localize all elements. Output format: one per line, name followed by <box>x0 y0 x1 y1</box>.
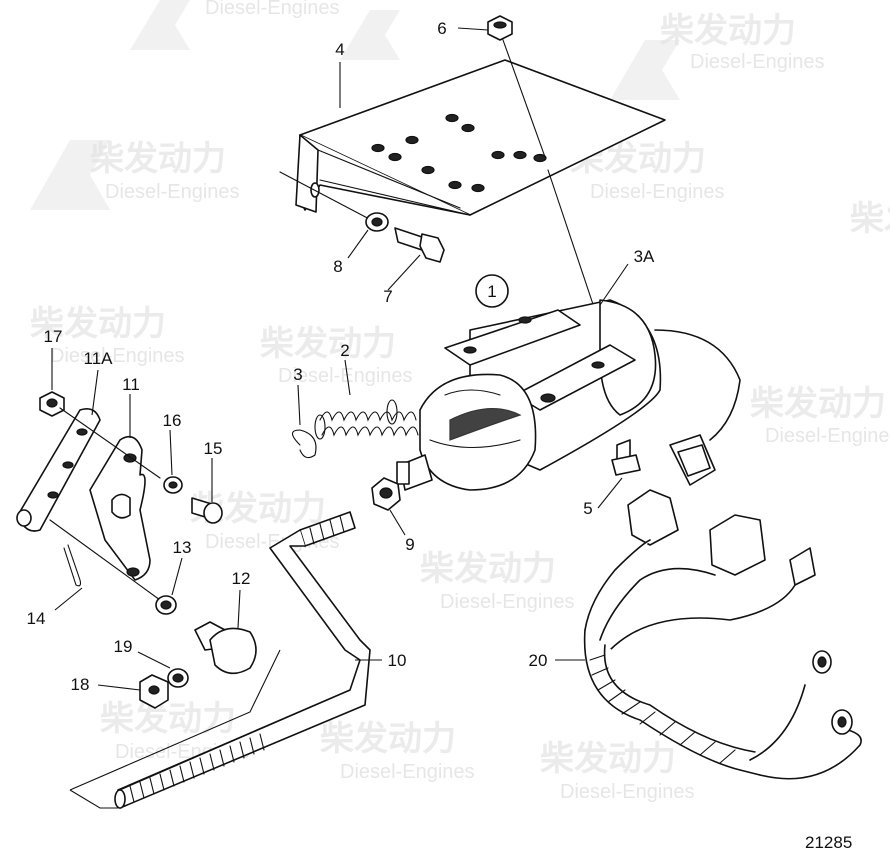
assembly-line <box>279 171 376 223</box>
watermark-text-cn: 柴发动力 <box>100 699 236 739</box>
assembly-line <box>69 649 281 791</box>
watermark-text-cn: 柴发动力 <box>660 11 796 51</box>
callout-13: 13 <box>173 538 192 557</box>
watermark-text-en: Diesel-Engines <box>50 345 185 367</box>
assembly-line <box>59 407 161 479</box>
part-12-bushing <box>194 621 257 675</box>
watermark-text-en: Diesel-Engines <box>440 591 575 613</box>
callout-4: 4 <box>335 40 344 59</box>
part-16-washer <box>163 476 183 494</box>
callout-14: 14 <box>27 609 46 628</box>
callout-2: 2 <box>340 341 349 360</box>
watermark-text-en: Diesel-Engines <box>690 51 825 73</box>
part-9-nut <box>371 477 401 511</box>
callout-12: 12 <box>232 569 251 588</box>
part-3A-solenoid <box>396 299 662 491</box>
part-13-washer <box>155 595 177 615</box>
watermark-text-en: Diesel-Engines <box>590 181 725 203</box>
watermark-text-en: Diesel-Engines <box>560 781 695 803</box>
watermark-text-cn: 柴发动力 <box>320 719 456 759</box>
part-5-screw <box>611 439 641 476</box>
part-3-clip <box>291 429 317 459</box>
watermark-text-cn: 柴发动力 <box>30 304 166 344</box>
part-18-nut <box>139 674 169 709</box>
part-8-washer <box>365 212 389 232</box>
part-15-bolt <box>191 497 223 524</box>
callout-3A: 3A <box>634 247 655 266</box>
part-17-nut <box>39 391 65 417</box>
callout-9: 9 <box>405 535 414 554</box>
callout-circle <box>475 274 509 308</box>
part-7-bolt <box>394 227 445 263</box>
watermark-logo <box>610 40 680 100</box>
callout-18: 18 <box>71 675 90 694</box>
callout-7: 7 <box>383 287 392 306</box>
callout-17: 17 <box>44 327 63 346</box>
part-11-lever <box>89 435 151 581</box>
callout-labels: 1 4 6 8 7 3A 2 3 5 9 10 17 11A 11 16 15 … <box>27 19 656 694</box>
callout-11: 11 <box>122 375 140 394</box>
part-10-rod <box>114 511 371 809</box>
assembly-line <box>502 39 546 158</box>
callout-16: 16 <box>163 411 182 430</box>
callout-1: 1 <box>487 282 496 301</box>
callout-10: 10 <box>388 651 407 670</box>
drawing-number: 21285 <box>805 833 852 852</box>
callout-15: 15 <box>204 439 223 458</box>
watermark-logo <box>30 140 110 210</box>
callout-8: 8 <box>333 257 342 276</box>
watermark-text-cn: 柴发动力 <box>750 384 886 424</box>
watermark-text-cn: 柴发动力 <box>420 549 556 589</box>
assembly-line <box>49 519 161 601</box>
watermark-text-cn: 柴发动力 <box>850 199 890 239</box>
watermark-text-cn: 柴发动力 <box>260 324 396 364</box>
callout-3: 3 <box>293 365 302 384</box>
part-20-wiring-harness <box>583 329 862 780</box>
watermark-text-en: Diesel-Engines <box>205 0 340 19</box>
part-14-pin <box>63 544 82 587</box>
callout-19: 19 <box>114 637 133 656</box>
callout-5: 5 <box>583 499 592 518</box>
callout-6: 6 <box>437 19 446 38</box>
callout-11A: 11A <box>84 349 114 368</box>
leader-lines <box>51 27 629 691</box>
part-19-washer <box>167 668 189 688</box>
callout-20: 20 <box>529 651 548 670</box>
watermark-text-cn: 柴发动力 <box>540 739 676 779</box>
watermark-text-en: Diesel-Engines <box>340 761 475 783</box>
watermark-text-en: Diesel-Engines <box>765 425 890 447</box>
watermark-text-cn: 柴发动力 <box>90 139 226 179</box>
part-2-spring <box>314 399 419 440</box>
watermark-logo <box>340 10 400 60</box>
watermark-text-en: Diesel-Engines <box>278 365 413 387</box>
part-6-nut <box>487 15 513 41</box>
part-11A-lever <box>16 407 101 532</box>
watermark-logo <box>130 0 190 50</box>
assembly-line <box>69 789 118 809</box>
watermark-text-en: Diesel-Engines <box>105 181 240 203</box>
